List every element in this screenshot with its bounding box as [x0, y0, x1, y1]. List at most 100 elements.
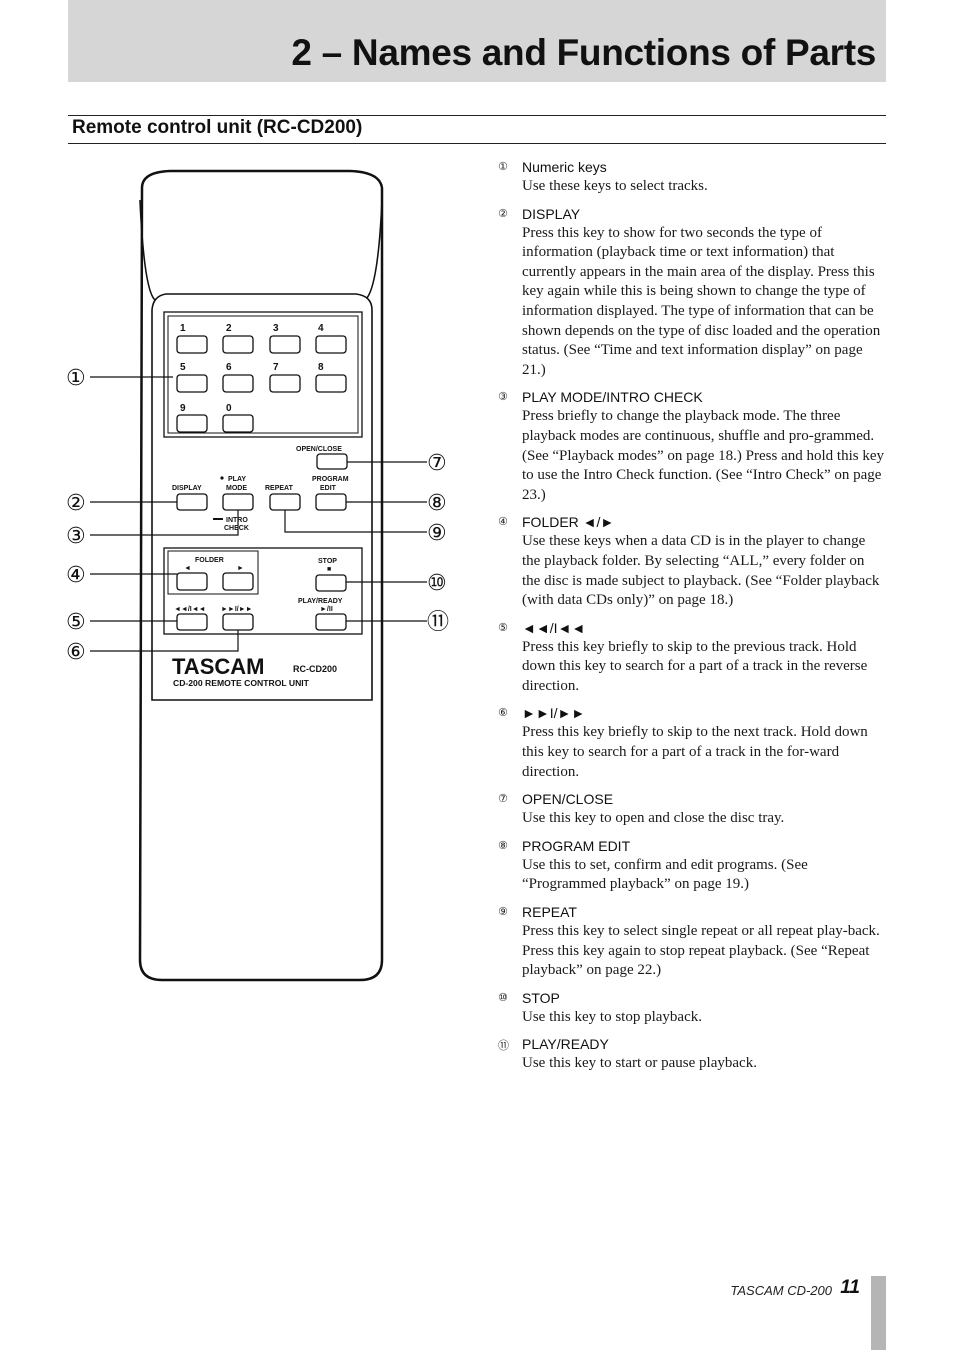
key-label-2: 2 — [226, 323, 232, 334]
item-label: PLAY MODE/INTRO CHECK — [522, 389, 703, 406]
display-key — [176, 493, 208, 511]
callout-2: ② — [66, 491, 86, 516]
item-number: ④ — [498, 515, 508, 529]
numeric-keypad-frame — [163, 311, 363, 438]
key-label-7: 7 — [273, 362, 279, 373]
repeat-label: REPEAT — [265, 485, 294, 492]
item-label: OPEN/CLOSE — [522, 791, 614, 808]
program-label-2: EDIT — [320, 485, 337, 492]
folder-left-symbol: ◄ — [184, 565, 191, 572]
section-rule-bottom — [68, 143, 886, 144]
key-label-5: 5 — [180, 362, 186, 373]
page-number: 11 — [840, 1277, 860, 1298]
folder-left-key — [176, 572, 208, 591]
key-label-4: 4 — [318, 323, 324, 334]
item-label: STOP — [522, 989, 560, 1006]
callout-6: ⑥ — [66, 640, 86, 665]
play-mode-key — [222, 493, 254, 511]
play-mode-dot — [220, 476, 224, 480]
item-number: ③ — [498, 390, 508, 404]
key-label-3: 3 — [273, 323, 279, 334]
item-number: ⑩ — [498, 990, 508, 1004]
item-description: Use these keys to select tracks. — [522, 178, 708, 194]
chapter-title: 2 – Names and Functions of Parts — [291, 32, 876, 73]
list-item: ③ PLAY MODE/INTRO CHECK Press briefly to… — [498, 388, 885, 505]
callout-1: ① — [66, 366, 86, 391]
list-item: ④ FOLDER ◄/► Use these keys when a data … — [498, 513, 885, 610]
list-item: ⑥ ►►I/►► Press this key briefly to skip … — [498, 704, 885, 782]
rewind-key — [176, 613, 208, 631]
callout-11: ⑪ — [427, 610, 449, 635]
item-description: Press this key to show for two seconds t… — [522, 224, 881, 378]
chapter-banner: 2 – Names and Functions of Parts — [68, 0, 886, 82]
key-9 — [176, 414, 208, 433]
item-description: Press this key briefly to skip to the ne… — [522, 724, 868, 780]
display-label: DISPLAY — [172, 485, 202, 492]
unit-label: CD-200 REMOTE CONTROL UNIT — [173, 678, 310, 688]
callout-3: ③ — [66, 524, 86, 549]
key-label-8: 8 — [318, 362, 324, 373]
key-4 — [315, 335, 347, 354]
key-5 — [176, 374, 208, 393]
item-number: ⑦ — [498, 792, 508, 806]
intro-check-label-1: INTRO — [226, 517, 248, 524]
key-label-0: 0 — [226, 403, 232, 414]
item-label: DISPLAY — [522, 205, 581, 222]
key-6 — [222, 374, 254, 393]
key-label-1: 1 — [180, 323, 186, 334]
callout-10: ⑩ — [427, 571, 447, 596]
item-number: ⑧ — [498, 838, 508, 852]
repeat-key — [269, 493, 301, 511]
program-label-1: PROGRAM — [312, 476, 349, 483]
item-label: FOLDER ◄/► — [522, 514, 615, 531]
callout-8: ⑧ — [427, 491, 447, 516]
model-label: RC-CD200 — [293, 664, 337, 674]
transport-frame — [163, 547, 363, 635]
item-number: ② — [498, 206, 508, 220]
item-number: ⑥ — [498, 706, 508, 720]
play-mode-label-2: MODE — [226, 485, 247, 492]
key-3 — [269, 335, 301, 354]
item-description: Use this to set, confirm and edit progra… — [522, 856, 808, 893]
item-label: ►►I/►► — [522, 705, 586, 722]
item-description: Use this key to stop playback. — [522, 1008, 702, 1025]
folder-right-symbol: ► — [237, 565, 244, 572]
callout-line-6 — [90, 630, 239, 652]
list-item: ⑨ REPEAT Press this key to select single… — [498, 903, 885, 981]
key-8 — [315, 374, 347, 393]
numeric-keypad: 1 2 3 4 5 6 7 8 9 0 — [180, 323, 324, 414]
key-label-9: 9 — [180, 403, 186, 414]
open-close-key — [316, 453, 348, 470]
list-item: ② DISPLAY Press this key to show for two… — [498, 205, 885, 381]
remote-faceplate — [151, 293, 373, 701]
parts-description-list: ① Numeric keys Use these keys to select … — [498, 158, 885, 1082]
program-edit-key — [315, 493, 347, 511]
item-number: ⑤ — [498, 620, 508, 634]
key-2 — [222, 335, 254, 354]
callout-9: ⑨ — [427, 521, 447, 546]
callout-7: ⑦ — [427, 451, 447, 476]
callout-line-9 — [284, 510, 427, 533]
rewind-symbol: ◄◄/I◄◄ — [174, 606, 206, 613]
forward-key — [222, 613, 254, 631]
remote-control-illustration: 1 2 3 4 5 6 7 8 9 0 OPEN/CLOSE DISPLAY P… — [66, 169, 449, 982]
list-item: ⑧ PROGRAM EDIT Use this to set, confirm … — [498, 837, 885, 895]
numeric-keypad-inner-frame — [167, 315, 359, 434]
forward-symbol: ►►I/►► — [221, 606, 253, 613]
stop-symbol: ■ — [327, 566, 331, 573]
item-description: Press briefly to change the playback mod… — [522, 408, 884, 503]
item-description: Press this key to select single repeat o… — [522, 923, 880, 979]
section-title: Remote control unit (RC-CD200) — [72, 117, 363, 138]
item-label: REPEAT — [522, 904, 577, 921]
intro-check-label-2: CHECK — [224, 525, 249, 532]
item-number: ⑨ — [498, 905, 508, 919]
play-pause-symbol: ►/II — [320, 606, 333, 613]
item-description: Use these keys when a data CD is in the … — [522, 533, 880, 609]
list-item: ① Numeric keys Use these keys to select … — [498, 158, 885, 197]
folder-frame — [167, 550, 259, 595]
item-label: PLAY/READY — [522, 1036, 609, 1053]
item-number: ⑪ — [498, 1039, 509, 1053]
key-7 — [269, 374, 301, 393]
brand-logo: TASCAM — [172, 654, 264, 679]
item-label: Numeric keys — [522, 159, 607, 175]
